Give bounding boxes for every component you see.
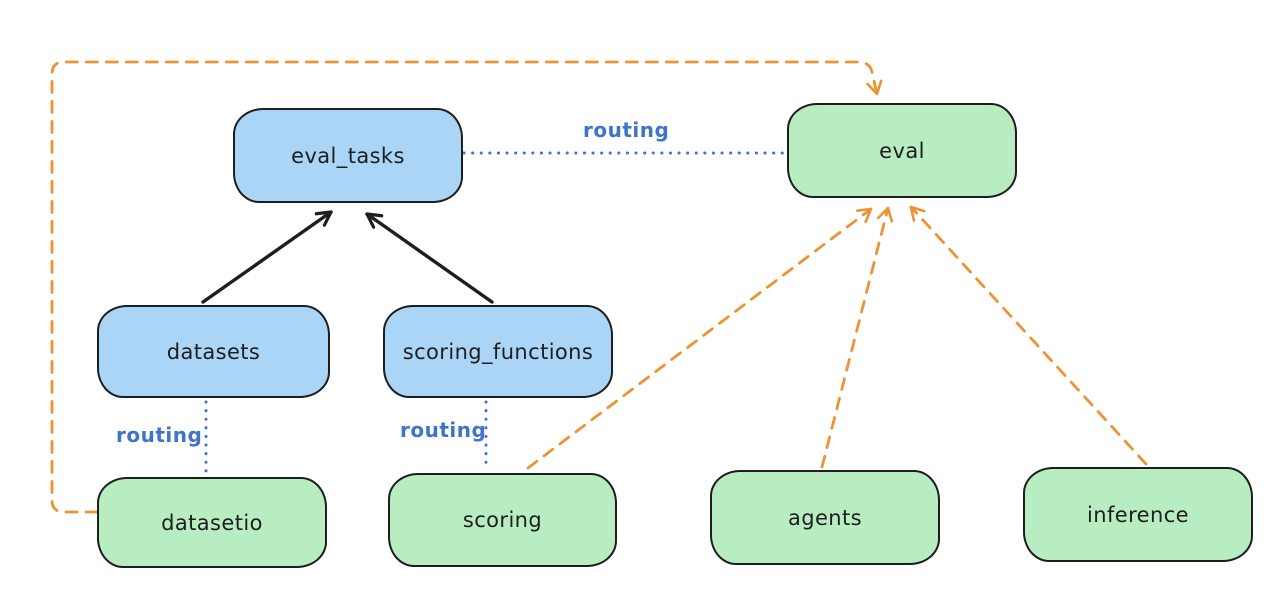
node-scoring_functions: scoring_functions [383,302,613,398]
node-datasets: datasets [97,302,330,398]
node-eval_tasks: eval_tasks [233,105,463,203]
node-scoring: scoring [388,470,617,567]
node-datasets-label: datasets [166,339,261,364]
node-inference-label: inference [1087,502,1189,527]
routing-label-scoring_functions-scoring: routing [400,418,487,442]
node-eval-label: eval [879,138,925,163]
node-agents: agents [710,467,940,565]
node-scoring_functions-label: scoring_functions [402,339,594,364]
edge-scoring_functions-to-eval_tasks [365,212,494,304]
routing-label-datasets-datasetio: routing [116,423,203,447]
edge-datasets-to-eval_tasks [201,210,333,304]
node-eval_tasks-label: eval_tasks [291,143,405,168]
node-agents-label: agents [787,505,862,530]
node-scoring-label: scoring [462,508,543,532]
node-eval: eval [787,100,1017,198]
routing-label-eval_tasks-eval: routing [583,118,670,142]
edge-agents-to-eval [820,206,894,469]
edge-inference-to-eval [909,205,1148,466]
node-datasetio: datasetio [97,474,327,568]
node-datasetio-label: datasetio [161,510,263,535]
node-inference: inference [1023,464,1253,562]
